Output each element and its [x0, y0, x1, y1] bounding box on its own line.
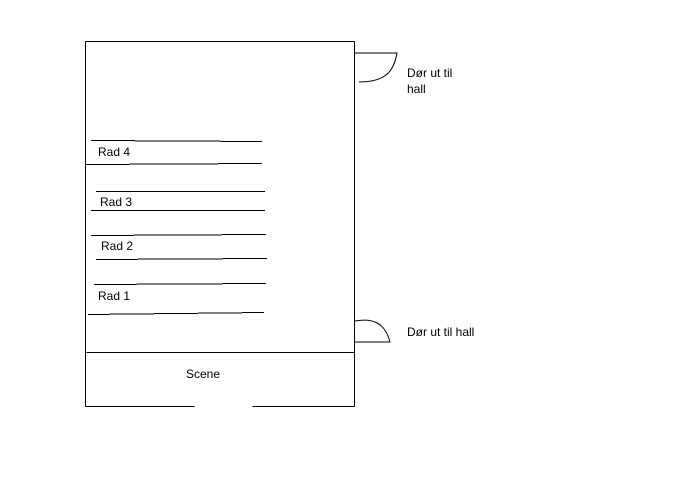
- row-label-2: Rad 2: [101, 239, 134, 253]
- door-bottom-label: Dør ut til hall: [407, 325, 475, 339]
- stage-label: Scene: [186, 367, 221, 381]
- row-1-line-bottom: [87, 312, 265, 315]
- door-swing-bottom: [354, 319, 391, 343]
- row-4-line-top: [90, 140, 263, 142]
- door-swing-top: [355, 52, 398, 83]
- row-label-3: Rad 3: [100, 195, 133, 209]
- row-4-line-bottom: [85, 163, 263, 165]
- row-1-line-top: [93, 283, 267, 285]
- row-2-line-bottom: [95, 258, 268, 260]
- row-label-4: Rad 4: [98, 145, 131, 159]
- row-label-1: Rad 1: [98, 289, 131, 303]
- door-top-label-line1: Dør ut til: [407, 66, 453, 80]
- row-2-line-top: [90, 234, 267, 236]
- door-top-label-line2: hall: [407, 82, 426, 96]
